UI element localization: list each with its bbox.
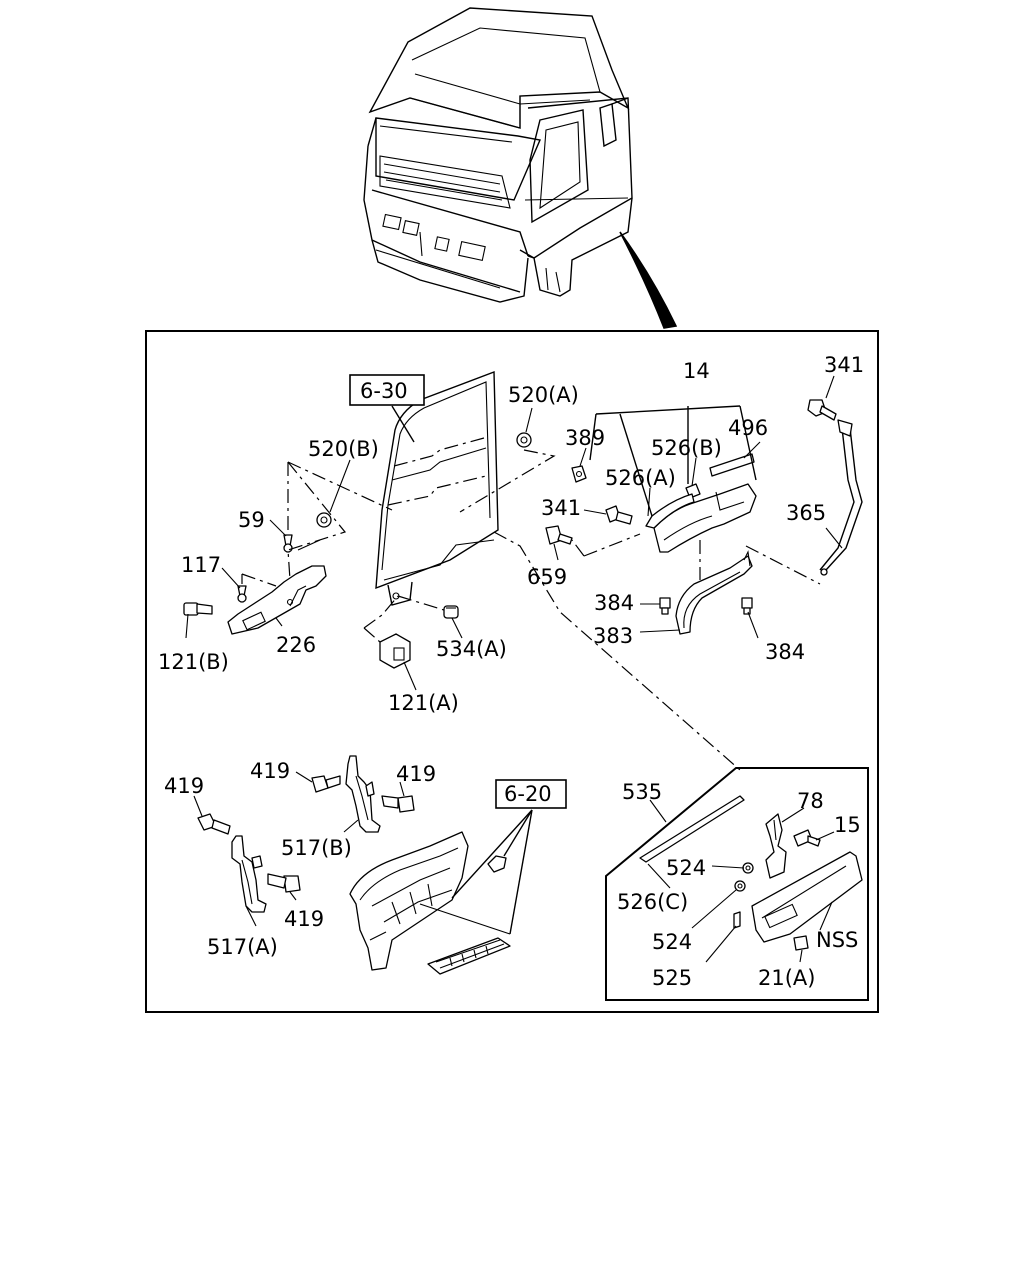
label-517b: 517(B) bbox=[281, 836, 352, 860]
bolt-341-upper bbox=[807, 399, 837, 421]
label-nss: NSS bbox=[816, 928, 858, 952]
label-524-upper: 524 bbox=[666, 856, 706, 880]
ref-box-6-20: 6-20 bbox=[451, 779, 567, 935]
label-526c: 526(C) bbox=[617, 890, 688, 914]
part-535-strip bbox=[639, 795, 745, 863]
label-535: 535 bbox=[622, 780, 662, 804]
label-659: 659 bbox=[527, 565, 567, 589]
label-419-517a-bottom: 419 bbox=[284, 907, 324, 931]
sub-frame bbox=[605, 767, 869, 1001]
bolt-419-517b-right bbox=[381, 795, 415, 813]
part-526a-trim bbox=[645, 493, 695, 529]
part-78-bracket bbox=[765, 813, 787, 879]
label-419-517b-left: 419 bbox=[250, 759, 290, 783]
part-496-strip bbox=[709, 453, 755, 477]
clip-384-right bbox=[741, 597, 753, 615]
label-14: 14 bbox=[683, 359, 710, 383]
clip-384-left bbox=[659, 597, 671, 615]
door-outline bbox=[375, 370, 499, 606]
part-226-bracket bbox=[227, 565, 327, 635]
bolt-121b bbox=[183, 602, 213, 616]
nut-524-lower bbox=[734, 880, 746, 892]
nut-520b bbox=[316, 512, 332, 528]
label-341-upper: 341 bbox=[824, 353, 864, 377]
clip-659 bbox=[545, 525, 573, 545]
clip-525 bbox=[733, 911, 741, 929]
label-534a: 534(A) bbox=[436, 637, 507, 661]
label-59: 59 bbox=[238, 508, 265, 532]
clip-21a bbox=[793, 935, 809, 951]
label-520a: 520(A) bbox=[508, 383, 579, 407]
ref-6-30-label: 6-30 bbox=[360, 379, 408, 403]
label-389: 389 bbox=[565, 426, 605, 450]
diagram-frame bbox=[145, 330, 879, 1013]
bolt-419-517a-bottom bbox=[267, 873, 301, 893]
label-121a: 121(A) bbox=[388, 691, 459, 715]
label-78: 78 bbox=[797, 789, 824, 813]
label-383: 383 bbox=[593, 624, 633, 648]
assembly-14-leader-lines bbox=[493, 405, 821, 771]
label-526a: 526(A) bbox=[605, 466, 676, 490]
nut-534a bbox=[443, 605, 459, 619]
part-365-rod bbox=[819, 419, 863, 576]
label-384-left: 384 bbox=[594, 591, 634, 615]
label-15: 15 bbox=[834, 813, 861, 837]
label-365: 365 bbox=[786, 501, 826, 525]
fastener-117 bbox=[237, 585, 247, 603]
label-524-lower: 524 bbox=[652, 930, 692, 954]
part-517b-bracket bbox=[345, 755, 381, 833]
label-520b: 520(B) bbox=[308, 437, 379, 461]
ref-6-20-label: 6-20 bbox=[504, 782, 552, 806]
clip-121a bbox=[379, 633, 411, 669]
label-496: 496 bbox=[728, 416, 768, 440]
label-419-517b-right: 419 bbox=[396, 762, 436, 786]
nut-524-upper bbox=[742, 862, 754, 874]
fastener-59 bbox=[283, 534, 293, 553]
bolt-419-517b-left bbox=[311, 775, 341, 793]
label-117: 117 bbox=[181, 553, 221, 577]
bolt-419-517a-top bbox=[197, 813, 231, 835]
truck-cab-illustration bbox=[363, 7, 678, 329]
part-383-fender bbox=[675, 550, 753, 635]
step-assembly bbox=[349, 831, 511, 975]
door-bottom-dashed-links bbox=[363, 595, 445, 643]
label-526b: 526(B) bbox=[651, 436, 722, 460]
label-21a: 21(A) bbox=[758, 966, 815, 990]
bolt-15 bbox=[793, 829, 821, 847]
part-14-panel bbox=[653, 483, 757, 553]
callout-labels: 14 341 520(A) 389 526(B) 496 520(B) 526(… bbox=[158, 353, 864, 990]
label-121b: 121(B) bbox=[158, 650, 229, 674]
part-517a-bracket bbox=[231, 835, 267, 913]
label-341-lower: 341 bbox=[541, 496, 581, 520]
ref-box-6-30: 6-30 bbox=[349, 374, 425, 443]
label-517a: 517(A) bbox=[207, 935, 278, 959]
label-525: 525 bbox=[652, 966, 692, 990]
label-384-right: 384 bbox=[765, 640, 805, 664]
label-226: 226 bbox=[276, 633, 316, 657]
bolt-389 bbox=[571, 465, 587, 483]
leader-lines bbox=[185, 375, 843, 963]
nut-520a bbox=[459, 432, 556, 513]
part-nss-panel bbox=[751, 851, 863, 943]
label-419-517a-top: 419 bbox=[164, 774, 204, 798]
bolt-341-lower bbox=[605, 505, 633, 525]
